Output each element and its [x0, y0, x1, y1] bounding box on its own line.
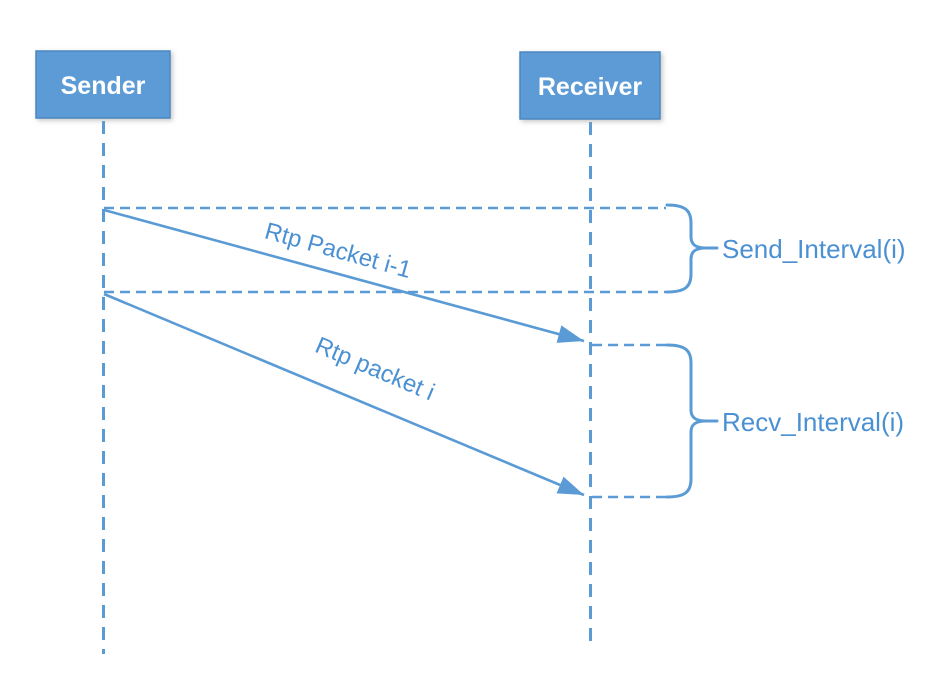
- sender-label: Sender: [61, 72, 146, 100]
- recv-interval-label: Recv_Interval(i): [722, 407, 904, 437]
- sender-box: [35, 50, 171, 119]
- receiver-actor: Receiver: [519, 51, 661, 120]
- message-arrow-rtp-packet-i: [103, 292, 585, 497]
- receiver-box: [519, 51, 661, 120]
- recv-interval-brace: [665, 343, 707, 499]
- send-interval-label: Send_Interval(i): [722, 234, 906, 264]
- send-interval-brace: [665, 203, 707, 294]
- sender-actor: Sender: [35, 50, 171, 119]
- message-arrow-rtp-packet-i-1: [103, 208, 585, 343]
- message-label-rtp-packet-i: Rtp packet i: [311, 332, 438, 406]
- receiver-label: Receiver: [538, 73, 643, 101]
